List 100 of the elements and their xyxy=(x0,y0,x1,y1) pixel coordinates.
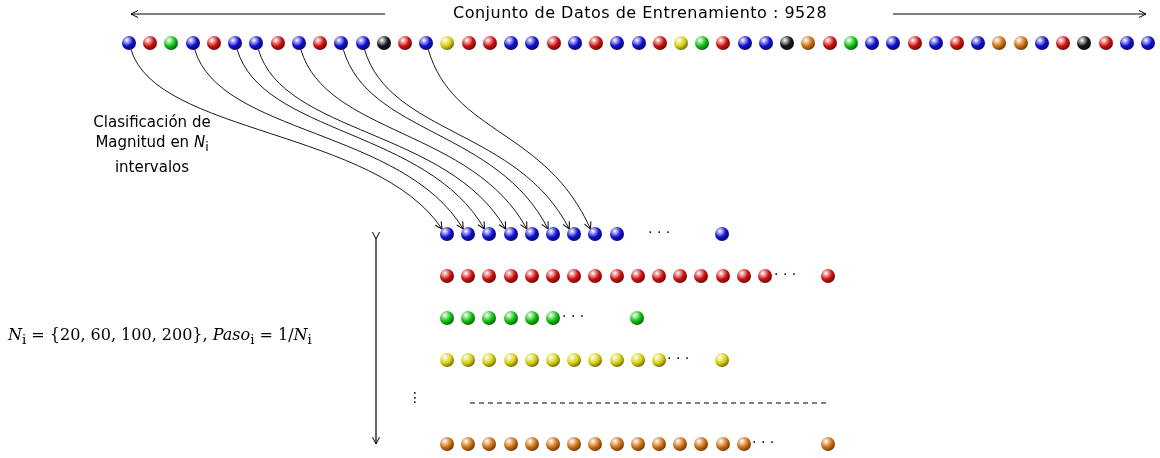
ball xyxy=(461,353,476,367)
ball xyxy=(503,353,518,367)
ball xyxy=(1013,36,1028,50)
ball xyxy=(185,36,200,50)
ball xyxy=(907,36,922,50)
ellipsis: · · · xyxy=(774,266,797,282)
ball xyxy=(588,269,603,283)
ball xyxy=(524,437,539,451)
ball xyxy=(1141,36,1156,50)
ball xyxy=(758,269,772,283)
ball xyxy=(524,353,539,367)
ball xyxy=(992,36,1007,50)
ball xyxy=(736,437,751,451)
ball xyxy=(270,36,285,50)
ellipsis: · · · xyxy=(752,434,775,450)
ball xyxy=(821,437,835,451)
ball xyxy=(567,437,582,451)
ball xyxy=(291,36,306,50)
ball xyxy=(886,36,901,50)
ball xyxy=(588,437,603,451)
ball xyxy=(865,36,880,50)
ball xyxy=(758,36,773,50)
ball xyxy=(821,269,835,283)
ball xyxy=(609,227,624,241)
ball xyxy=(440,227,454,241)
ball xyxy=(482,269,497,283)
ball xyxy=(673,36,688,50)
ball xyxy=(928,36,943,50)
ball xyxy=(610,36,625,50)
ball xyxy=(440,269,454,283)
ball xyxy=(440,311,454,325)
ball xyxy=(482,311,497,325)
ball xyxy=(503,311,518,325)
ball xyxy=(524,269,539,283)
ellipsis: · · · xyxy=(667,350,690,366)
ball xyxy=(482,437,497,451)
ball xyxy=(609,353,624,367)
ball xyxy=(461,36,476,50)
ball xyxy=(609,269,624,283)
ball xyxy=(143,36,158,50)
ball xyxy=(736,269,751,283)
ball xyxy=(1077,36,1092,50)
ball xyxy=(313,36,328,50)
ball xyxy=(376,36,391,50)
ball xyxy=(780,36,795,50)
ball xyxy=(524,311,539,325)
ball xyxy=(503,227,518,241)
ball xyxy=(355,36,370,50)
vertical-ellipsis: ⋮ xyxy=(408,389,422,405)
ellipsis: · · · xyxy=(562,308,585,324)
ball xyxy=(1056,36,1071,50)
ball xyxy=(631,36,646,50)
ball xyxy=(630,311,644,325)
ball xyxy=(652,437,666,451)
ball xyxy=(949,36,964,50)
ball xyxy=(567,353,582,367)
ball xyxy=(546,353,560,367)
ball xyxy=(206,36,221,50)
ball xyxy=(715,437,730,451)
ball xyxy=(525,36,540,50)
ball xyxy=(609,437,624,451)
ball xyxy=(398,36,412,50)
ball xyxy=(567,36,582,50)
ball xyxy=(461,311,476,325)
ball xyxy=(588,353,603,367)
ball xyxy=(122,36,136,50)
ball xyxy=(567,227,582,241)
ball xyxy=(440,36,455,50)
ball xyxy=(715,353,729,367)
ball xyxy=(419,36,434,50)
ball xyxy=(482,36,497,50)
formula-label: N$_{i}$ = {20, 60, 100, 200}, Paso$_{i}$ = 1/N$_{i}$ xyxy=(8,325,312,348)
ball xyxy=(546,311,560,325)
ball xyxy=(843,36,858,50)
ball xyxy=(503,269,518,283)
ball xyxy=(588,227,603,241)
ball xyxy=(801,36,816,50)
ball xyxy=(971,36,986,50)
ball xyxy=(589,36,604,50)
ball xyxy=(504,36,519,50)
ball xyxy=(334,36,349,50)
ball xyxy=(1119,36,1134,50)
ball xyxy=(440,437,454,451)
ball xyxy=(630,437,645,451)
ellipsis: · · · xyxy=(648,224,671,240)
ball xyxy=(737,36,752,50)
ball xyxy=(482,227,497,241)
process-label: Clasificación de Magnitud en N$_{i}$ intervalos xyxy=(92,112,212,177)
ball xyxy=(1098,36,1113,50)
ball xyxy=(1034,36,1049,50)
ball xyxy=(228,36,243,50)
ball xyxy=(695,36,710,50)
ball xyxy=(822,36,837,50)
ball xyxy=(461,269,476,283)
ball xyxy=(673,437,688,451)
ball xyxy=(164,36,179,50)
ball xyxy=(440,353,454,367)
ball xyxy=(546,437,560,451)
ball xyxy=(652,36,667,50)
ball xyxy=(673,269,688,283)
